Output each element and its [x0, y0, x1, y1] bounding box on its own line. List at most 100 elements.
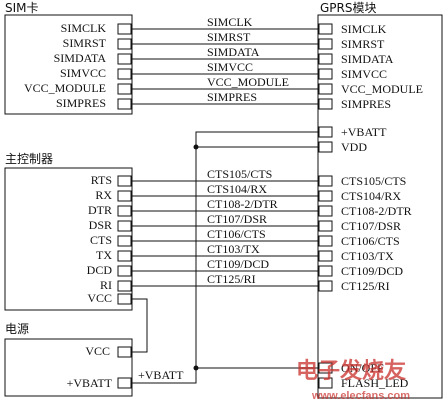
controller-pin: RTS: [91, 173, 132, 187]
pin-square: [318, 68, 333, 80]
pin-square: [117, 98, 132, 110]
gprs-pin-label: SIMPRES: [341, 97, 391, 111]
controller-pin: CTS: [90, 233, 132, 247]
uart-wire: CT107/DSR: [131, 212, 319, 227]
gprs-uart-pin: CT103/TX: [318, 249, 394, 263]
sim-pin-label: SIMVCC: [60, 66, 106, 80]
sim-pin-label: SIMDATA: [54, 51, 107, 65]
uart-wire: CT108-2/DTR: [131, 197, 319, 212]
gprs-sim-pin: SIMDATA: [318, 52, 394, 66]
pin-square: [117, 190, 132, 202]
vbatt-wire-label: +VBATT: [138, 368, 184, 382]
pin-square: [318, 98, 333, 110]
power-supply-block: [4, 338, 133, 397]
pin-square: [318, 205, 333, 217]
gprs-uart-pin: CTS105/CTS: [318, 174, 406, 188]
gprs-power-pin: +VBATT: [318, 125, 387, 139]
pin-square: [117, 250, 132, 262]
uart-wire-label: CT109/DCD: [207, 257, 269, 271]
pin-square: [318, 280, 333, 292]
uart-wire-label: CT103/TX: [207, 242, 260, 256]
sim-pin-label: SIMPRES: [56, 96, 106, 110]
pin-square: [318, 362, 333, 374]
gprs-pin-label: CT109/DCD: [341, 264, 403, 278]
power-pin-label: VCC: [85, 344, 110, 358]
gprs-sim-pin: VCC_MODULE: [318, 82, 423, 96]
sim-wire: SIMRST: [131, 30, 319, 45]
gprs-pin-label: CTS105/CTS: [341, 174, 406, 188]
gprs-uart-pin: CT108-2/DTR: [318, 204, 412, 218]
pin-square: [318, 250, 333, 262]
controller-pin-label: VCC: [87, 291, 112, 305]
sim-wire-label: SIMDATA: [207, 45, 260, 59]
gprs-uart-pin: CT109/DCD: [318, 264, 403, 278]
gprs-uart-pin: CTS104/RX: [318, 189, 401, 203]
pin-square: [318, 175, 333, 187]
sim-pin: SIMDATA: [54, 51, 132, 65]
gprs-sim-pin: SIMPRES: [318, 97, 391, 111]
main-controller-block: [4, 167, 133, 311]
controller-pin: DCD: [87, 263, 132, 277]
pin-square: [318, 377, 333, 389]
sim-wire-label: SIMCLK: [207, 15, 253, 29]
sim-wire-label: SIMVCC: [207, 60, 253, 74]
sim-wire: SIMCLK: [131, 15, 319, 30]
uart-wire-label: CTS105/CTS: [207, 167, 272, 181]
power-supply-title: 电源: [5, 322, 29, 336]
controller-pin: DTR: [88, 203, 132, 217]
pin-square: [117, 23, 132, 35]
uart-wire-label: CT107/DSR: [207, 212, 267, 226]
pin-square: [117, 68, 132, 80]
controller-pin-label: DTR: [88, 203, 112, 217]
pin-square: [117, 38, 132, 50]
gprs-uart-pin: CT125/RI: [318, 279, 390, 293]
power-pin: VCC: [85, 344, 132, 358]
controller-pin: RX: [95, 188, 132, 202]
controller-pin-label: RI: [100, 278, 112, 292]
pin-square: [117, 83, 132, 95]
pin-square: [318, 141, 333, 153]
gprs-pin-label: ON/OFF: [341, 361, 384, 375]
controller-pin: TX: [96, 248, 132, 262]
gprs-pin-label: FLASH_LED: [341, 376, 409, 390]
controller-pin: RI: [100, 278, 132, 292]
pin-square: [318, 235, 333, 247]
sim-pin-label: SIMRST: [63, 36, 107, 50]
gprs-pin-label: SIMCLK: [341, 22, 387, 36]
sim-card-block: [4, 14, 133, 115]
uart-wire-label: CTS104/RX: [207, 182, 267, 196]
uart-wire: CT125/RI: [131, 272, 319, 287]
power-pin-label: +VBATT: [67, 376, 113, 390]
gprs-pin-label: CT108-2/DTR: [341, 204, 412, 218]
gprs-uart-pin: CT106/CTS: [318, 234, 400, 248]
watermark-logo: 电子发烧友: [296, 358, 406, 384]
pin-square: [117, 205, 132, 217]
pin-square: [318, 126, 333, 138]
pin-square: [117, 175, 132, 187]
gprs-sim-pin: SIMCLK: [318, 22, 387, 36]
sim-wire-label: VCC_MODULE: [207, 75, 289, 89]
gprs-pin-label: CT107/DSR: [341, 219, 401, 233]
uart-wire: CT109/DCD: [131, 257, 319, 272]
sim-pin: SIMCLK: [61, 21, 132, 35]
sim-pin: VCC_MODULE: [24, 81, 132, 95]
pin-square: [117, 280, 132, 292]
sim-wire: SIMPRES: [131, 90, 319, 105]
gprs-pin-label: CTS104/RX: [341, 189, 401, 203]
uart-wire-label: CT125/RI: [207, 272, 256, 286]
controller-pin-label: DSR: [89, 218, 112, 232]
gprs-sim-pin: SIMRST: [318, 37, 385, 51]
pin-square: [117, 346, 132, 358]
pin-square: [117, 53, 132, 65]
uart-wire-label: CT108-2/DTR: [207, 197, 278, 211]
watermark-url: www.elecfans.com: [311, 390, 410, 402]
pin-square: [318, 83, 333, 95]
gprs-bottom-pin: ON/OFF: [318, 361, 384, 375]
pin-square: [117, 235, 132, 247]
controller-pin-label: TX: [96, 248, 112, 262]
junction-dot: [193, 365, 199, 371]
vbatt-wire: [131, 131, 319, 384]
gprs-pin-label: SIMVCC: [341, 67, 387, 81]
controller-pin-label: RX: [95, 188, 112, 202]
